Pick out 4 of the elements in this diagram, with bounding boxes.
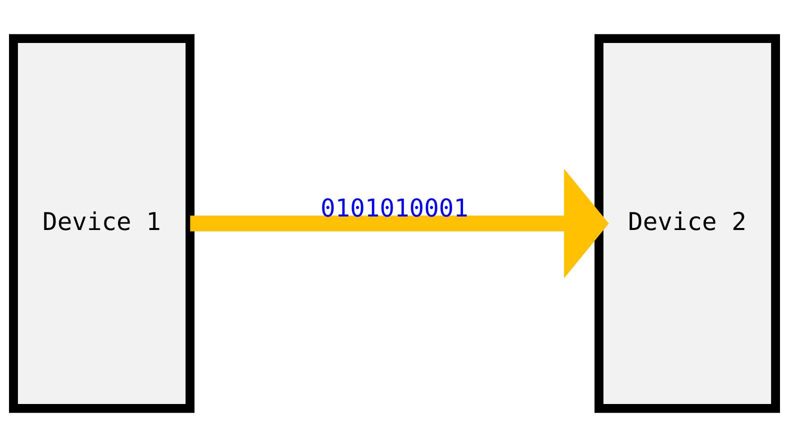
edge-label: 0101010001 xyxy=(320,192,468,222)
arrow xyxy=(190,168,608,278)
node-box: Device 2 xyxy=(594,34,780,412)
node-box: Device 1 xyxy=(8,34,194,412)
